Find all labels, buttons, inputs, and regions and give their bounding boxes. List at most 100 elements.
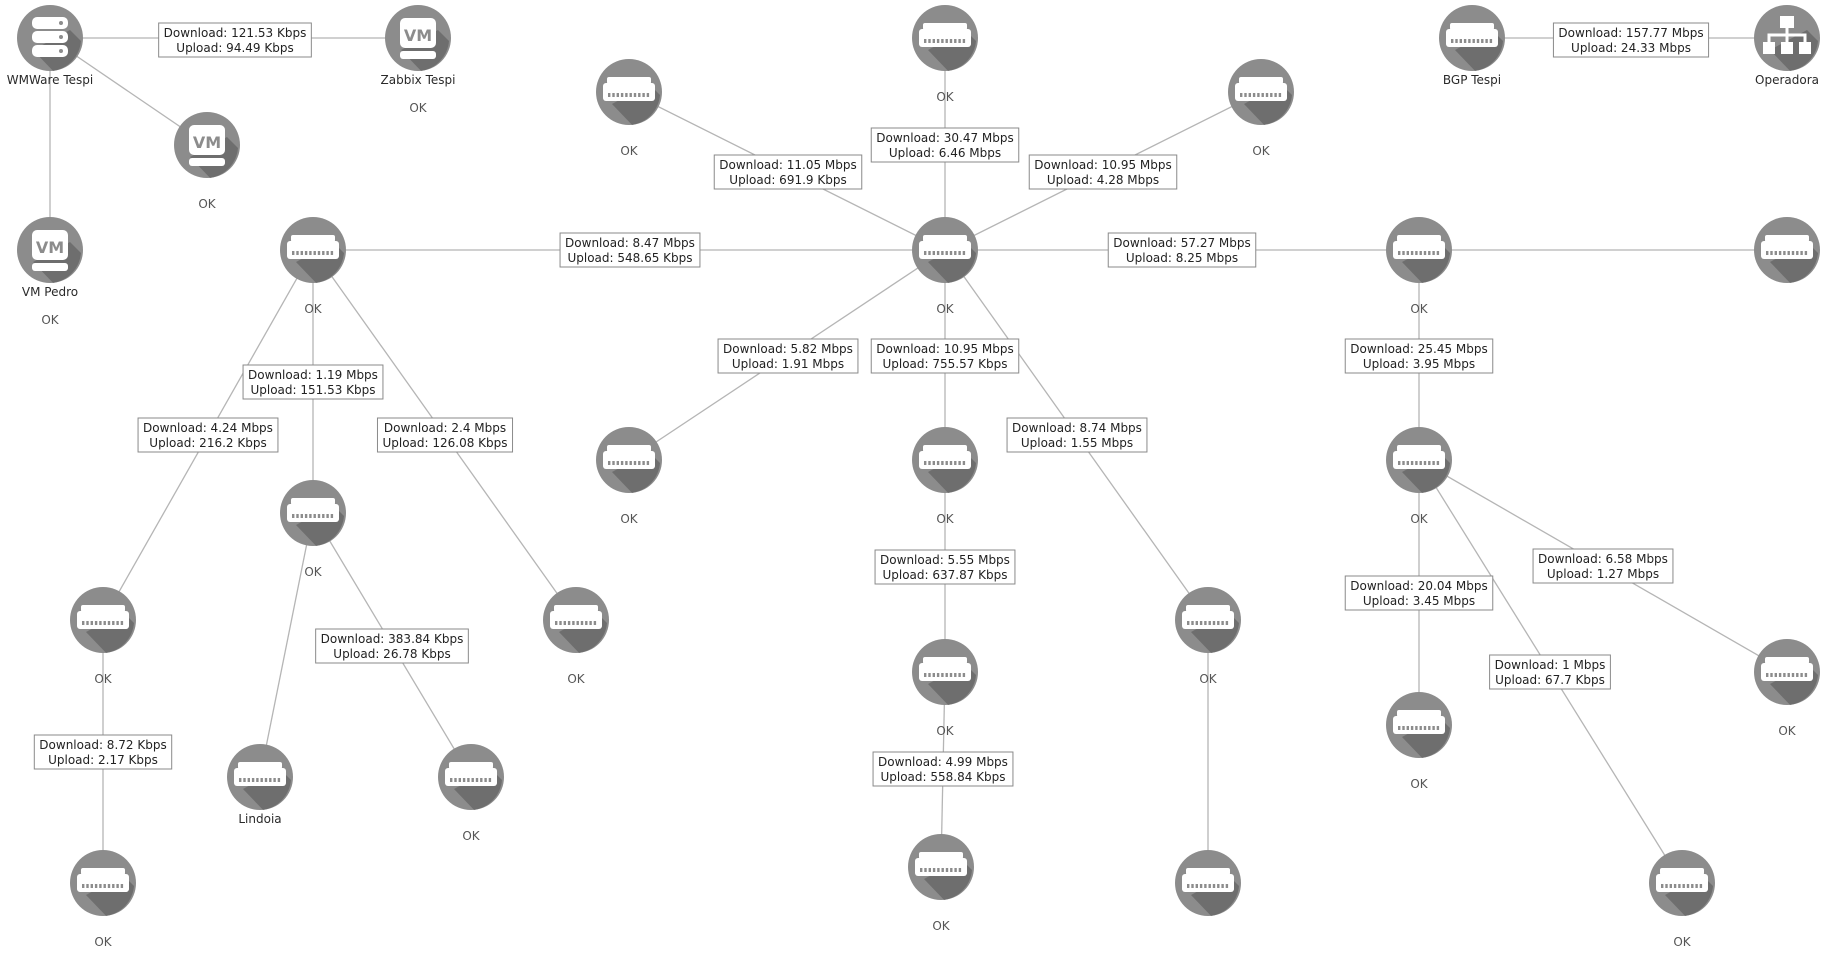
download-rate: Download: 5.55 Mbps bbox=[880, 553, 1010, 567]
node-status: OK bbox=[1410, 302, 1428, 316]
map-node-sw_r4[interactable]: OK bbox=[1649, 850, 1715, 949]
switch-icon bbox=[919, 23, 971, 47]
upload-rate: Upload: 1.55 Mbps bbox=[1021, 436, 1133, 450]
node-status: OK bbox=[620, 144, 638, 158]
network-icon bbox=[1763, 16, 1811, 54]
upload-rate: Upload: 2.17 Kbps bbox=[48, 753, 158, 767]
map-node-sw_c_m2[interactable]: OK bbox=[912, 639, 978, 738]
upload-rate: Upload: 637.87 Kbps bbox=[882, 568, 1007, 582]
link-sw_l2-lindoia bbox=[259, 512, 314, 778]
download-rate: Download: 1.19 Mbps bbox=[248, 368, 378, 382]
node-status: OK bbox=[1252, 144, 1270, 158]
map-node-sw_lr[interactable]: OK bbox=[543, 587, 609, 686]
download-rate: Download: 6.58 Mbps bbox=[1538, 552, 1668, 566]
download-rate: Download: 8.72 Kbps bbox=[39, 738, 166, 752]
map-node-sw_l2[interactable]: OK bbox=[280, 480, 346, 579]
node-name: Operadora bbox=[1755, 73, 1819, 87]
map-node-lindoia[interactable]: Lindoia bbox=[227, 744, 293, 826]
upload-rate: Upload: 126.08 Kbps bbox=[382, 436, 507, 450]
map-node-sw_c_m3[interactable]: OK bbox=[908, 834, 974, 933]
map-node-hub_r[interactable]: OK bbox=[1386, 217, 1452, 316]
switch-icon bbox=[287, 498, 339, 522]
map-node-sw_r3[interactable]: OK bbox=[1386, 692, 1452, 791]
download-rate: Download: 30.47 Mbps bbox=[876, 131, 1014, 145]
map-node-sw_tl[interactable]: OK bbox=[596, 59, 662, 158]
map-node-sw_ll[interactable]: OK bbox=[70, 587, 136, 686]
server-icon bbox=[32, 17, 68, 57]
download-rate: Download: 10.95 Mbps bbox=[876, 342, 1014, 356]
switch-icon bbox=[1761, 657, 1813, 681]
download-rate: Download: 157.77 Mbps bbox=[1558, 26, 1703, 40]
switch-icon bbox=[1235, 77, 1287, 101]
node-name: Lindoia bbox=[238, 812, 281, 826]
node-status: OK bbox=[1410, 777, 1428, 791]
switch-icon bbox=[234, 762, 286, 786]
map-node-sw_top[interactable]: OK bbox=[912, 5, 978, 104]
upload-rate: Upload: 24.33 Mbps bbox=[1571, 41, 1691, 55]
map-node-sw_cr2[interactable] bbox=[1175, 850, 1241, 916]
map-node-hub_l[interactable]: OK bbox=[280, 217, 346, 316]
map-node-hub_c[interactable]: OK bbox=[912, 217, 978, 316]
switch-icon bbox=[1761, 235, 1813, 259]
map-node-bgp[interactable]: BGP Tespi bbox=[1439, 5, 1505, 87]
upload-rate: Upload: 94.49 Kbps bbox=[176, 41, 293, 55]
switch-icon bbox=[1446, 23, 1498, 47]
upload-rate: Upload: 67.7 Kbps bbox=[1495, 673, 1605, 687]
download-rate: Download: 4.99 Mbps bbox=[878, 755, 1008, 769]
map-node-sw_r2[interactable]: OK bbox=[1386, 427, 1452, 526]
switch-icon bbox=[1182, 605, 1234, 629]
node-status: OK bbox=[304, 302, 322, 316]
node-status: OK bbox=[936, 512, 954, 526]
upload-rate: Upload: 216.2 Kbps bbox=[149, 436, 266, 450]
map-node-sw_rr[interactable]: OK bbox=[1754, 639, 1820, 738]
map-node-sw_c_l[interactable]: OK bbox=[596, 427, 662, 526]
node-status: OK bbox=[1778, 724, 1796, 738]
node-status: OK bbox=[1199, 672, 1217, 686]
download-rate: Download: 57.27 Mbps bbox=[1113, 236, 1251, 250]
svg-text:VM: VM bbox=[404, 26, 432, 45]
vm-icon: VM bbox=[400, 18, 436, 59]
upload-rate: Upload: 4.28 Mbps bbox=[1047, 173, 1159, 187]
map-node-wmware[interactable]: WMWare Tespi bbox=[7, 5, 93, 87]
upload-rate: Upload: 1.91 Mbps bbox=[732, 357, 844, 371]
map-node-sw_ll2[interactable]: OK bbox=[70, 850, 136, 949]
switch-icon bbox=[919, 235, 971, 259]
download-rate: Download: 2.4 Mbps bbox=[384, 421, 506, 435]
node-status: OK bbox=[41, 313, 59, 327]
map-node-sw_cr[interactable]: OK bbox=[1175, 587, 1241, 686]
switch-icon bbox=[1393, 710, 1445, 734]
map-node-sw_c_m[interactable]: OK bbox=[912, 427, 978, 526]
map-node-sw_tr[interactable]: OK bbox=[1228, 59, 1294, 158]
download-rate: Download: 121.53 Kbps bbox=[164, 26, 307, 40]
upload-rate: Upload: 26.78 Kbps bbox=[333, 647, 450, 661]
upload-rate: Upload: 3.95 Mbps bbox=[1363, 357, 1475, 371]
node-status: OK bbox=[1673, 935, 1691, 949]
map-node-operadora[interactable]: Operadora bbox=[1754, 5, 1820, 87]
map-node-far_r[interactable] bbox=[1754, 217, 1820, 283]
switch-icon bbox=[550, 605, 602, 629]
upload-rate: Upload: 691.9 Kbps bbox=[729, 173, 846, 187]
map-node-sw_l3[interactable]: OK bbox=[438, 744, 504, 843]
upload-rate: Upload: 755.57 Kbps bbox=[882, 357, 1007, 371]
node-status: OK bbox=[198, 197, 216, 211]
svg-text:VM: VM bbox=[36, 238, 64, 257]
